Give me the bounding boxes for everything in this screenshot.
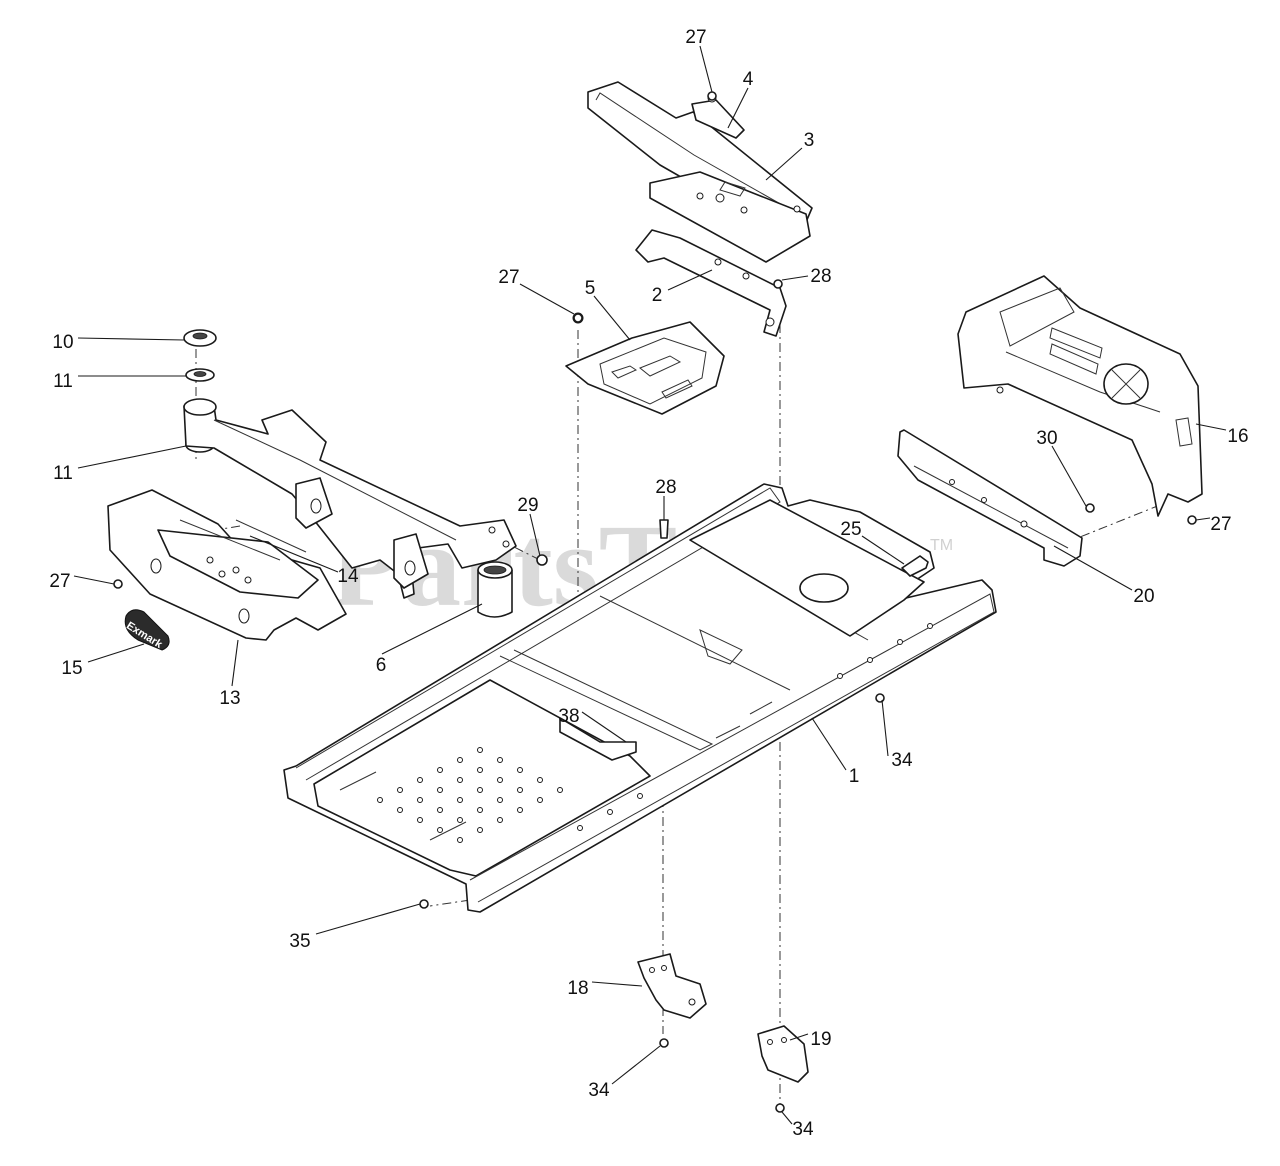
part-latch (901, 555, 929, 577)
callout-15: 15 (61, 658, 82, 679)
callout-27-right: 27 (1210, 514, 1231, 535)
callout-34-lowest: 34 (792, 1119, 814, 1140)
part-lower-bracket (635, 229, 787, 337)
callout-2: 2 (652, 285, 663, 306)
leader-lines (73, 45, 1227, 1125)
callout-1: 1 (849, 766, 860, 787)
callout-34-right: 34 (891, 750, 913, 771)
callout-4: 4 (743, 69, 754, 90)
callout-11-top: 11 (53, 371, 73, 392)
callout-27-bracket: 27 (498, 267, 519, 288)
callout-25: 25 (840, 519, 861, 540)
callout-38: 38 (558, 706, 579, 727)
part-floor-bracket (559, 717, 637, 761)
callout-34-bottom: 34 (588, 1080, 610, 1101)
watermark-trademark: TM (930, 537, 953, 554)
callout-labels: 27 4 3 27 5 2 28 10 11 16 30 11 28 29 25 27 27 14 20 15 6 13 3… (49, 27, 1248, 1140)
callout-3: 3 (804, 130, 815, 151)
callout-16: 16 (1227, 426, 1248, 447)
part-caster-tube (477, 561, 513, 618)
callout-27-left: 27 (49, 571, 70, 592)
callout-5: 5 (585, 278, 596, 299)
part-mount-bracket-right (757, 1025, 809, 1083)
part-front-bumper (107, 489, 347, 641)
callout-20: 20 (1133, 586, 1154, 607)
callout-30: 30 (1036, 428, 1057, 449)
part-mount-bracket-left (637, 953, 707, 1019)
callout-13: 13 (219, 688, 240, 709)
part-rear-channel (897, 429, 1083, 567)
callout-18: 18 (567, 978, 588, 999)
callout-10: 10 (52, 332, 73, 353)
part-front-axle-arm (183, 398, 517, 599)
callout-6: 6 (376, 655, 387, 676)
part-seat-bracket (565, 312, 725, 415)
part-rear-top-plate (587, 81, 813, 263)
part-rear-shroud (957, 275, 1203, 517)
callout-11-bottom: 11 (53, 463, 73, 484)
callout-19: 19 (810, 1029, 831, 1050)
callout-28-top: 28 (810, 266, 831, 287)
hardware-fasteners (113, 91, 1197, 1113)
callout-27-top: 27 (685, 27, 706, 48)
floor-perforations (377, 747, 563, 843)
part-emblem: Exmark (124, 609, 170, 651)
callout-28-mid: 28 (655, 477, 676, 498)
callout-35: 35 (289, 931, 310, 952)
callout-29: 29 (517, 495, 538, 516)
callout-14: 14 (337, 566, 359, 587)
